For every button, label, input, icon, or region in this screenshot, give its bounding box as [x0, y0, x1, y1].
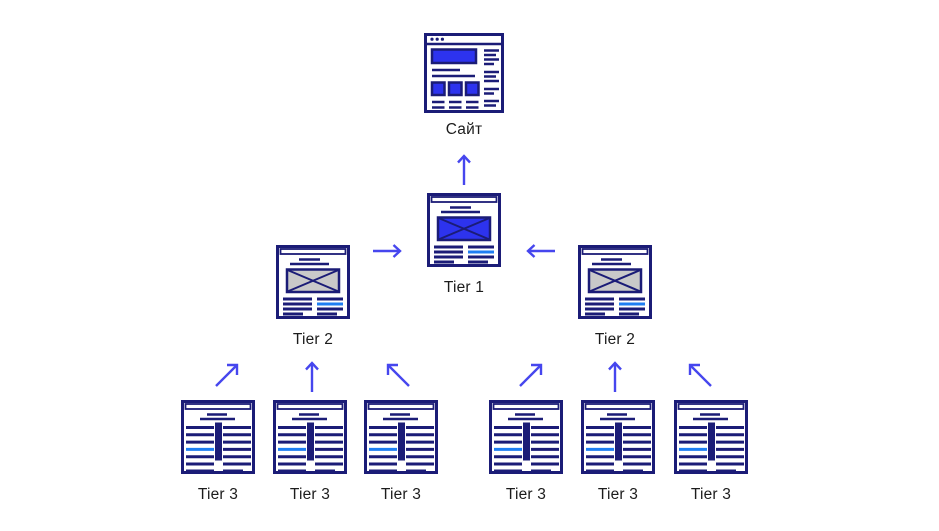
arrow-up-tier3-to-tier2-icon — [608, 361, 622, 392]
arrow-left-tier2-to-tier1-icon — [526, 244, 555, 258]
arrow-right-tier2-to-tier1-icon — [373, 244, 402, 258]
arrow-up-left-tier3-to-tier2-icon — [688, 363, 712, 387]
tier3-node-6: Tier 3 — [674, 400, 748, 504]
text-article-page-icon — [581, 400, 655, 474]
tier3-node-1: Tier 3 — [181, 400, 255, 504]
text-article-page-icon — [273, 400, 347, 474]
tier3-label-6: Tier 3 — [690, 486, 732, 503]
tier3-node-4: Tier 3 — [489, 400, 563, 504]
article-page-gray-image-icon — [276, 245, 350, 319]
tier1-node: Tier 1 — [427, 193, 501, 297]
tier2-left-label: Tier 2 — [292, 331, 334, 348]
text-article-page-icon — [181, 400, 255, 474]
tier3-label-4: Tier 3 — [505, 486, 547, 503]
text-article-page-icon — [489, 400, 563, 474]
tier3-node-5: Tier 3 — [581, 400, 655, 504]
arrow-up-tier3-to-tier2-icon — [305, 361, 319, 392]
arrow-up-left-tier3-to-tier2-icon — [386, 363, 410, 387]
article-page-gray-image-icon — [578, 245, 652, 319]
tier3-label-3: Tier 3 — [380, 486, 422, 503]
tier3-label-5: Tier 3 — [597, 486, 639, 503]
text-article-page-icon — [674, 400, 748, 474]
site-label: Сайт — [445, 121, 483, 138]
tier1-label: Tier 1 — [443, 279, 485, 296]
arrow-up-right-tier3-to-tier2-icon — [215, 363, 239, 387]
article-page-blue-image-icon — [427, 193, 501, 267]
website-wireframe-icon — [424, 33, 504, 113]
arrow-up-right-tier3-to-tier2-icon — [519, 363, 543, 387]
tier2-node-right: Tier 2 — [578, 245, 652, 349]
site-node: Сайт — [424, 33, 504, 139]
tier3-node-2: Tier 3 — [273, 400, 347, 504]
text-article-page-icon — [364, 400, 438, 474]
arrow-up-tier1-to-site-icon — [457, 154, 471, 185]
tier2-node-left: Tier 2 — [276, 245, 350, 349]
tier3-label-2: Tier 3 — [289, 486, 331, 503]
tier2-right-label: Tier 2 — [594, 331, 636, 348]
tier3-node-3: Tier 3 — [364, 400, 438, 504]
tier3-label-1: Tier 3 — [197, 486, 239, 503]
